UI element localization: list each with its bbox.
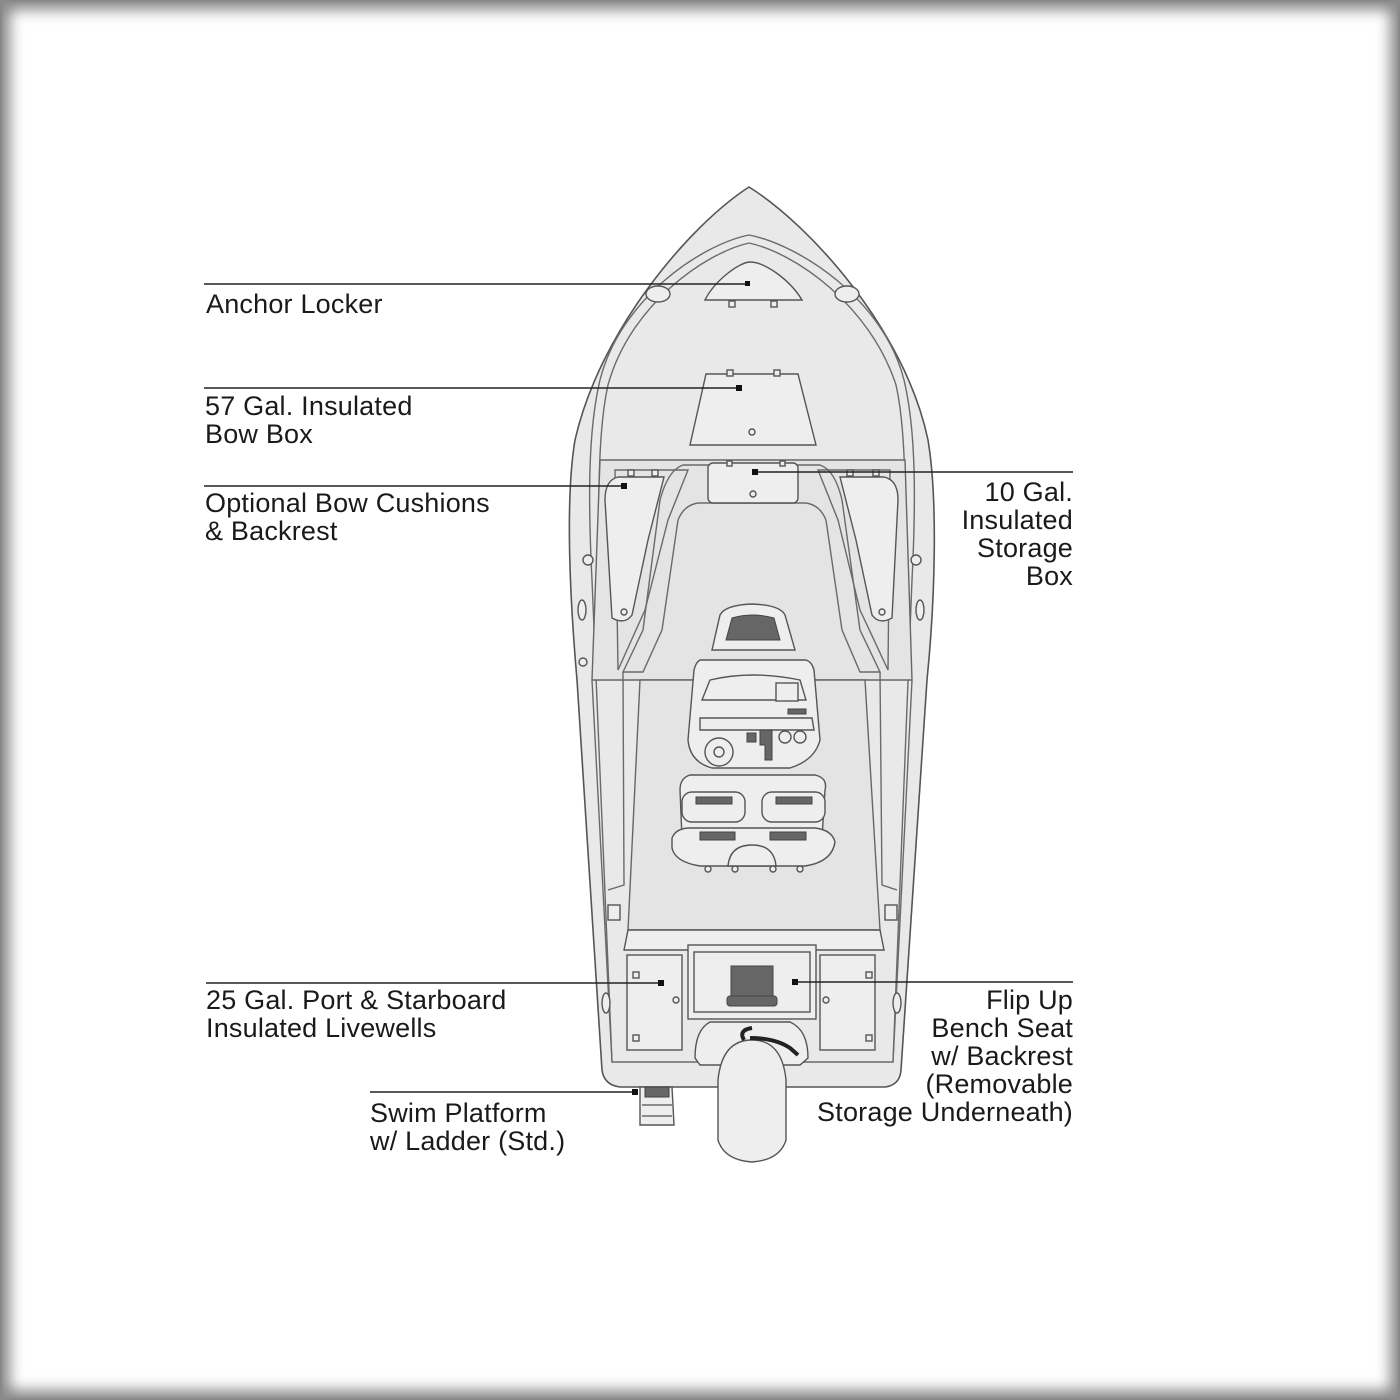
label-bow-box: 57 Gal. Insulated Bow Box	[205, 391, 413, 449]
label-bench-seat: Flip Up Bench Seat w/ Backrest (Removabl…	[817, 985, 1073, 1127]
cleat	[834, 285, 860, 303]
livewell-port	[626, 954, 683, 1051]
outboard-motor	[717, 1039, 787, 1163]
label-storage-box: 10 Gal. Insulated Storage Box	[961, 477, 1073, 591]
bow-box	[689, 373, 817, 446]
label-bow-cushions: Optional Bow Cushions & Backrest	[205, 488, 490, 546]
bow-cushion-port	[604, 476, 665, 622]
label-anchor-locker: Anchor Locker	[206, 289, 383, 319]
bow-cushion-starboard	[839, 476, 899, 622]
livewell-starboard	[819, 954, 876, 1051]
cleat	[645, 285, 671, 303]
storage-box	[707, 462, 799, 504]
anchor-locker	[703, 261, 804, 301]
label-livewells: 25 Gal. Port & Starboard Insulated Livew…	[206, 985, 507, 1043]
label-swim-platform: Swim Platform w/ Ladder (Std.)	[370, 1098, 566, 1156]
